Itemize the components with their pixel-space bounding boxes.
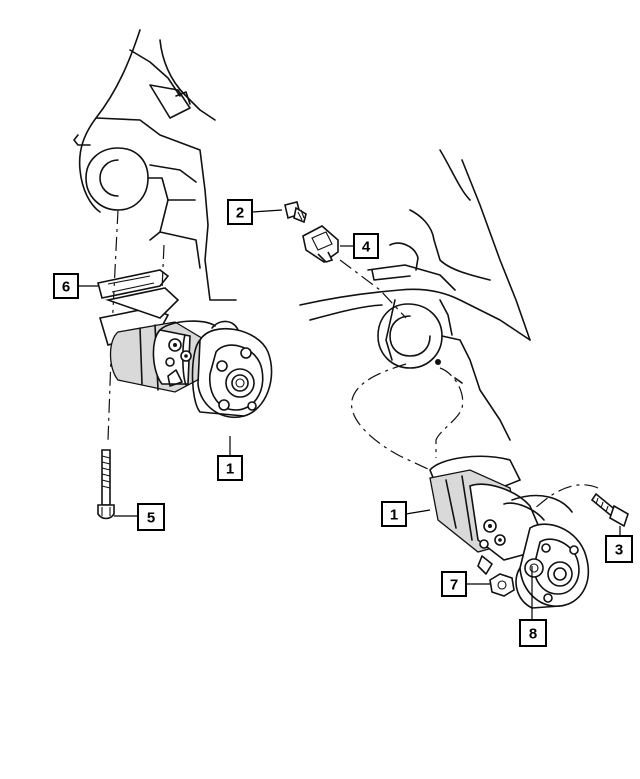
callout-label-6: 6 bbox=[62, 279, 70, 296]
right-alignment-lines bbox=[339, 259, 599, 521]
callout-box-2 bbox=[227, 199, 253, 225]
callout-label-7: 7 bbox=[450, 577, 458, 594]
gasket-shim-left bbox=[97, 269, 170, 299]
callout-label-3: 3 bbox=[615, 542, 623, 559]
nut bbox=[489, 573, 515, 597]
callout-box-1-right bbox=[381, 501, 407, 527]
callout-label-4: 4 bbox=[362, 239, 371, 256]
callout-box-1-left bbox=[217, 455, 243, 481]
callout-label-5: 5 bbox=[147, 510, 155, 527]
callout-label-2: 2 bbox=[236, 205, 244, 222]
callout-box-6 bbox=[53, 273, 79, 299]
right-engine-block bbox=[299, 149, 531, 441]
left-engine-block bbox=[73, 29, 237, 301]
wire-clip-bracket bbox=[302, 225, 339, 263]
callout-box-8 bbox=[519, 619, 547, 647]
small-bolt bbox=[284, 201, 307, 224]
starter-bolt-left bbox=[97, 449, 115, 520]
callout-label-1-right: 1 bbox=[390, 507, 398, 524]
starter-bolt-right bbox=[590, 492, 629, 528]
starter-motor-right bbox=[429, 455, 590, 609]
callout-box-5 bbox=[137, 503, 165, 531]
starter-motor-left bbox=[98, 287, 273, 419]
callout-label-8: 8 bbox=[529, 626, 537, 643]
callout-label-1-left: 1 bbox=[226, 461, 234, 478]
callout-box-4 bbox=[353, 233, 379, 259]
callouts: 1 1 2 3 4 5 6 7 8 bbox=[53, 199, 633, 647]
callout-box-7 bbox=[441, 571, 467, 597]
callout-box-3 bbox=[605, 535, 633, 563]
